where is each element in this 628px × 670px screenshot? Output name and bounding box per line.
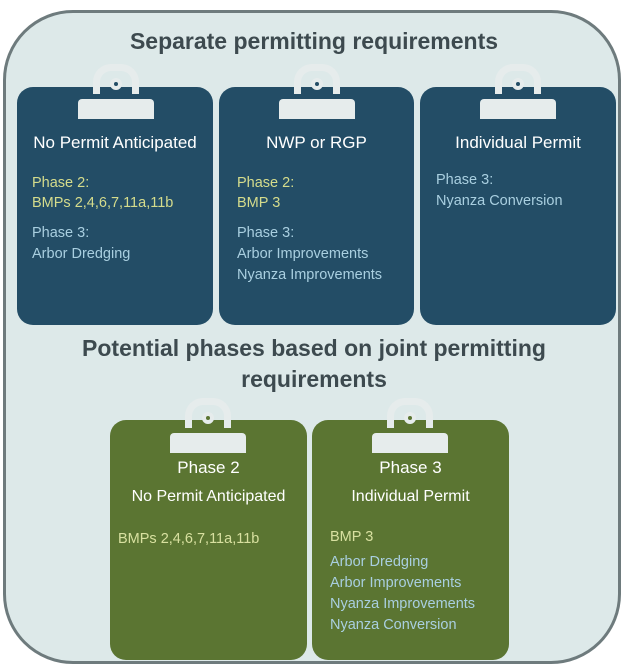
phase-label: Phase 3: xyxy=(436,172,494,188)
card-title: Individual Permit xyxy=(455,133,581,152)
card-phase-3: Phase 3 Individual Permit BMP 3 Arbor Dr… xyxy=(312,420,509,660)
card-title: Phase 3 xyxy=(379,458,442,477)
clipboard-icon xyxy=(372,398,448,453)
phase-label: Phase 2: xyxy=(237,175,295,191)
phase-label: Phase 2: xyxy=(32,175,90,191)
card-nwp-or-rgp: NWP or RGP Phase 2: BMP 3 Phase 3: Arbor… xyxy=(219,87,414,325)
card-title: Phase 2 xyxy=(177,458,240,477)
card-no-permit-anticipated: No Permit Anticipated Phase 2: BMPs 2,4,… xyxy=(17,87,213,325)
card-individual-permit: Individual Permit Phase 3: Nyanza Conver… xyxy=(420,87,616,325)
phase-item: BMPs 2,4,6,7,11a,11b xyxy=(118,531,260,547)
top-heading: Separate permitting requirements xyxy=(129,28,499,54)
clipboard-icon xyxy=(480,64,556,119)
clipboard-icon xyxy=(279,64,355,119)
phase-item: Nyanza Conversion xyxy=(436,193,563,209)
card-title: NWP or RGP xyxy=(266,133,367,152)
phase-item: BMP 3 xyxy=(237,195,281,211)
card-subtitle: Individual Permit xyxy=(351,488,470,505)
bottom-heading-line1: Potential phases based on joint permitti… xyxy=(82,335,546,361)
clipboard-icon xyxy=(170,398,246,453)
clipboard-icon xyxy=(78,64,154,119)
phase-label: Phase 3: xyxy=(32,225,90,241)
phase-item: Arbor Dredging xyxy=(330,554,429,570)
phase-item: Nyanza Conversion xyxy=(330,617,457,633)
phase-item: Arbor Improvements xyxy=(330,575,462,591)
phase-item: BMP 3 xyxy=(330,529,374,545)
phase-item: Nyanza Improvements xyxy=(237,267,383,283)
phase-item: Nyanza Improvements xyxy=(330,596,476,612)
bottom-heading-line2: requirements xyxy=(241,366,387,392)
phase-label: Phase 3: xyxy=(237,225,295,241)
phase-item: BMPs 2,4,6,7,11a,11b xyxy=(32,195,174,211)
phase-item: Arbor Improvements xyxy=(237,246,369,262)
card-phase-2: Phase 2 No Permit Anticipated BMPs 2,4,6… xyxy=(110,420,307,660)
card-title: No Permit Anticipated xyxy=(33,133,197,152)
phase-item: Arbor Dredging xyxy=(32,246,131,262)
card-subtitle: No Permit Anticipated xyxy=(131,488,286,505)
